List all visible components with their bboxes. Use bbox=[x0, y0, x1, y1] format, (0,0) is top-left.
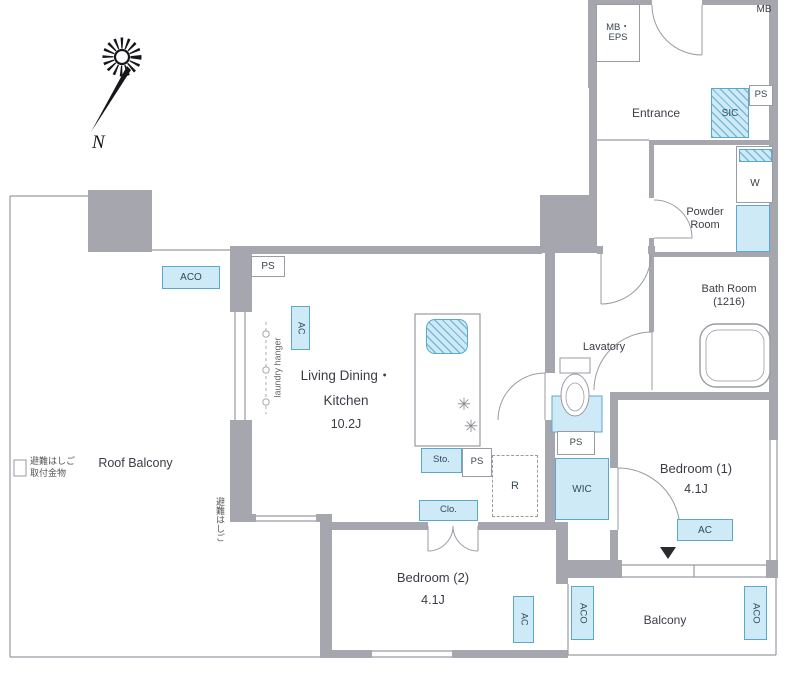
stove-burner-icon: ✳ bbox=[457, 395, 471, 414]
compass: N bbox=[91, 37, 142, 153]
ac-box-living: AC bbox=[291, 306, 310, 350]
aco-box-balcony-right: ACO bbox=[744, 586, 767, 640]
toilet bbox=[551, 357, 603, 433]
bedroom2-label: Bedroom (2) bbox=[396, 570, 470, 586]
ac-box-bedroom1: AC bbox=[677, 519, 733, 541]
lavatory-label: Lavatory bbox=[582, 340, 626, 353]
door-arcs bbox=[427, 4, 703, 552]
storage-box: Sto. bbox=[421, 448, 462, 473]
evacuation-note-vertical: 避難はしご bbox=[214, 496, 225, 542]
balcony-label: Balcony bbox=[643, 612, 687, 627]
ps-box-kitchen: PS bbox=[462, 448, 492, 477]
bedroom1-label: Bedroom (1) bbox=[659, 460, 733, 476]
refrigerator-space-box: R bbox=[492, 455, 538, 517]
laundry-hanger-note: laundry hanger bbox=[272, 337, 283, 398]
roof-balcony-label: Roof Balcony bbox=[98, 455, 173, 470]
evacuation-ladder-note-line1: 避難はしご bbox=[30, 455, 76, 466]
thin-lines bbox=[9, 139, 778, 658]
compass-needle bbox=[91, 66, 131, 132]
ps-box-entrance: PS bbox=[749, 85, 773, 106]
stove-burner-icon: ✳ bbox=[464, 417, 478, 436]
laundry-hanger-hooks bbox=[262, 322, 270, 414]
kitchen-sink bbox=[426, 319, 468, 354]
bath-room-label: Bath Room (1216) bbox=[701, 282, 757, 308]
living-room-label-line2: Kitchen bbox=[323, 392, 369, 408]
entrance-label: Entrance bbox=[631, 105, 681, 120]
evacuation-hatch-marker bbox=[13, 459, 27, 477]
powder-vanity-box bbox=[736, 205, 770, 252]
bedroom2-size: 4.1J bbox=[421, 593, 445, 608]
walls bbox=[88, 0, 778, 658]
closet-box: Clo. bbox=[419, 500, 478, 521]
ps-box-living: PS bbox=[251, 256, 285, 277]
sic-box: SIC bbox=[711, 88, 749, 138]
aco-box-balcony-left: ACO bbox=[571, 586, 594, 640]
direction-marker-icon bbox=[660, 547, 676, 559]
compass-north-label: N bbox=[91, 132, 106, 153]
evacuation-ladder-note-line2: 取付金物 bbox=[30, 467, 67, 478]
bedroom1-size: 4.1J bbox=[684, 482, 708, 497]
aco-box-roof-balcony: ACO bbox=[162, 266, 220, 289]
wic-box: WIC bbox=[555, 458, 609, 520]
mb-eps-box: MB・EPS bbox=[596, 4, 640, 62]
powder-room-label: Powder Room bbox=[686, 205, 724, 231]
ps-box-lavatory: PS bbox=[557, 431, 595, 455]
washer-counter-strip bbox=[739, 149, 772, 162]
living-room-size: 10.2J bbox=[330, 417, 362, 432]
mb-label: MB bbox=[756, 3, 772, 15]
washer-label: W bbox=[750, 177, 760, 189]
bathtub bbox=[699, 323, 771, 388]
ac-box-bedroom2: AC bbox=[513, 596, 534, 643]
living-room-label-line1: Living Dining・ bbox=[300, 367, 392, 383]
